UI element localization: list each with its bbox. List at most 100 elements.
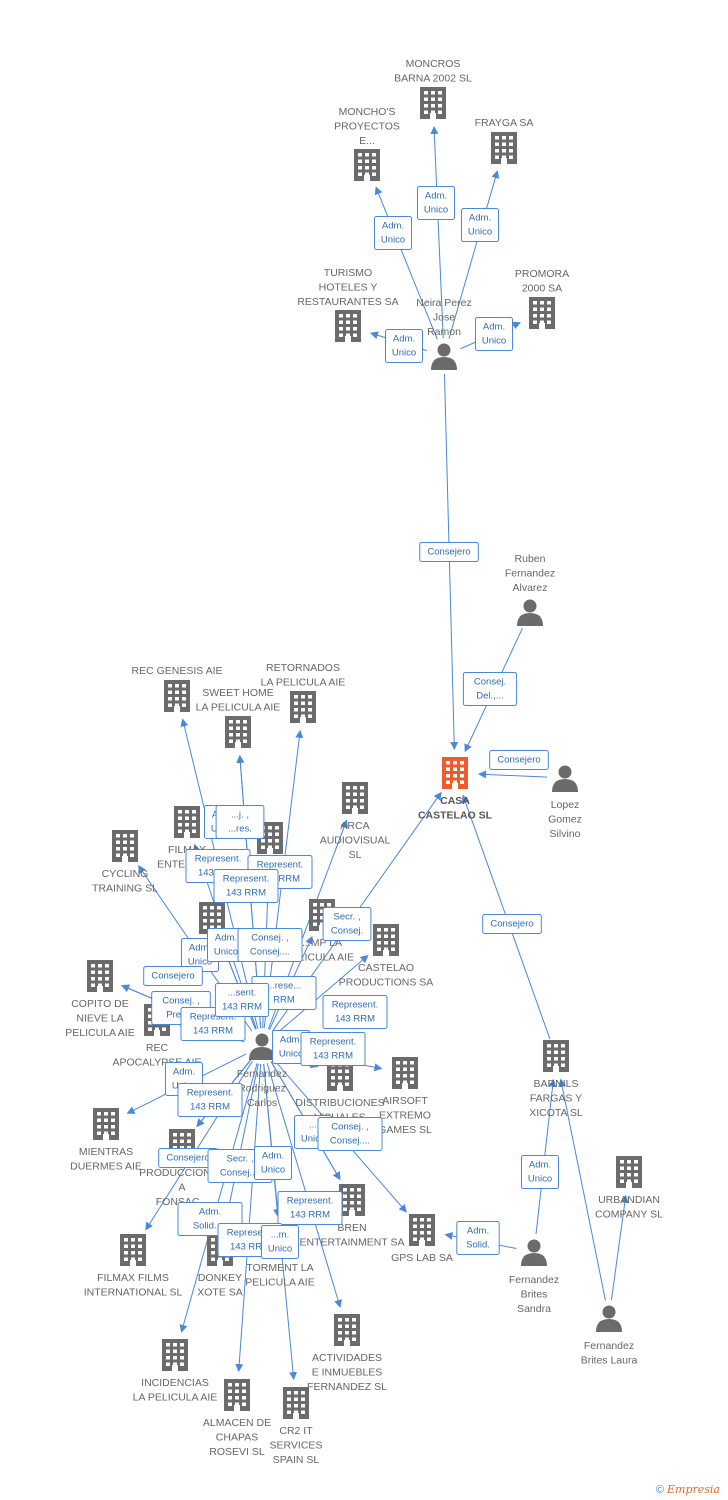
building-window (235, 1396, 239, 1400)
edge-label-sandra-barnils[interactable]: Adm.Solid. (456, 1221, 500, 1255)
edge-label-barnils-casa[interactable]: Consejero (482, 914, 542, 934)
edge-label-text: Unico (279, 1049, 303, 1060)
edge-label-box (419, 542, 479, 562)
building-window (396, 1080, 400, 1084)
building-window (346, 786, 350, 790)
edge-label-fernandez-mientras[interactable]: Represent.143 RRM (177, 1083, 243, 1117)
edge-label-ruben-casa[interactable]: Consej.Del.,... (462, 672, 518, 706)
building-window (391, 941, 395, 945)
brand-logo[interactable]: Empresia (667, 1483, 720, 1496)
building-window (192, 823, 196, 827)
building-window (502, 142, 506, 146)
building-window (148, 1027, 152, 1031)
edge-label-fernandez-sweethome[interactable]: ...j. ,...res. (215, 805, 265, 839)
building-door (234, 1405, 240, 1411)
edge-label-fernandez-casa[interactable]: Secr. ,Consej. (322, 907, 372, 941)
edge-label-neira-turismo[interactable]: Adm.Unico (385, 329, 423, 363)
building-window (185, 829, 189, 833)
building-window (178, 823, 182, 827)
building-window (173, 1343, 177, 1347)
building-window (350, 1188, 354, 1192)
edge-label-fernandez-vamp[interactable]: Represent.143 RRM (322, 995, 388, 1029)
edge-label-neira-frayga[interactable]: Adm.Unico (461, 208, 499, 242)
edge-label-text: Consejero (166, 1153, 209, 1164)
edge-label-fernandez-almacen[interactable]: Adm.Unico (521, 1155, 559, 1189)
building-window (320, 922, 324, 926)
building-window (217, 919, 221, 923)
building-window (210, 912, 214, 916)
building-window (547, 314, 551, 318)
building-window (358, 159, 362, 163)
edge-label-fernandez-incidencias[interactable]: ...m.Unico (261, 1225, 299, 1259)
edge-label-lopez-casa[interactable]: Consejero (489, 750, 549, 770)
building-window (211, 1257, 215, 1261)
edge-label-fernandez-midco[interactable]: Adm.Unico (272, 1030, 310, 1064)
building-window (168, 703, 172, 707)
building-window (275, 845, 279, 849)
node-label-almacen: ROSEVI SL (209, 1446, 265, 1458)
node-distrib[interactable]: DISTRIBUCIONESVISUALES (295, 1059, 385, 1124)
edge-label-fernandez-torment[interactable]: Represent.143 RRM (277, 1191, 343, 1225)
building-window (180, 1356, 184, 1360)
node-label-actividades: ACTIVIDADES (312, 1352, 382, 1364)
edge-label-neira-moncros[interactable]: Adm.Unico (417, 186, 455, 220)
edge-label-text: ...j. , (231, 810, 249, 821)
node-monchos[interactable]: MONCHO'SPROYECTOSE... (334, 106, 400, 181)
edge-label-fernandez-castelao[interactable]: Consejero (143, 966, 203, 986)
copyright-symbol: © (655, 1484, 664, 1496)
edge-label-fernandez-distrib[interactable]: Represent.143 RRM (300, 1032, 366, 1066)
building-window (192, 810, 196, 814)
edge-label-text: Unico (482, 336, 506, 347)
edge-label-fernandez-filmax[interactable]: Represent.143 RRM (213, 869, 279, 903)
building-window (320, 909, 324, 913)
building-window (547, 1050, 551, 1054)
node-label-retornados: RETORNADOS (266, 662, 340, 674)
building-window (138, 1238, 142, 1242)
building-window (357, 1188, 361, 1192)
building-window (413, 1224, 417, 1228)
edge-label-neira-promora[interactable]: Adm.Unico (475, 317, 513, 351)
node-gpslab[interactable]: GPS LAB SA (391, 1214, 453, 1264)
building-window (138, 1257, 142, 1261)
edge-label-fernandez-donkey[interactable]: Adm.Unico (254, 1146, 292, 1180)
edge-label-fernandez-filmax2[interactable]: Consej. ,Consej.... (237, 928, 303, 962)
building-window (138, 1244, 142, 1248)
building-window (420, 1231, 424, 1235)
building-window (460, 780, 464, 784)
node-recgenesis[interactable]: REC GENESIS AIE (131, 665, 223, 712)
building-window (275, 826, 279, 830)
edge-label-fernandez-arca[interactable]: Adm.Unico (207, 928, 245, 962)
building-door (337, 1085, 343, 1091)
edge-label-fernandez-recapoc[interactable]: ...sent.143 RRM (214, 983, 270, 1017)
node-frayga[interactable]: FRAYGA SA (475, 117, 534, 164)
edge-label-neira-casa[interactable]: Consejero (419, 542, 479, 562)
edge-label-fernandez-bren[interactable]: Consej. ,Consej.... (317, 1117, 383, 1151)
edge-label-neira-monchos[interactable]: Adm.Unico (374, 216, 412, 250)
